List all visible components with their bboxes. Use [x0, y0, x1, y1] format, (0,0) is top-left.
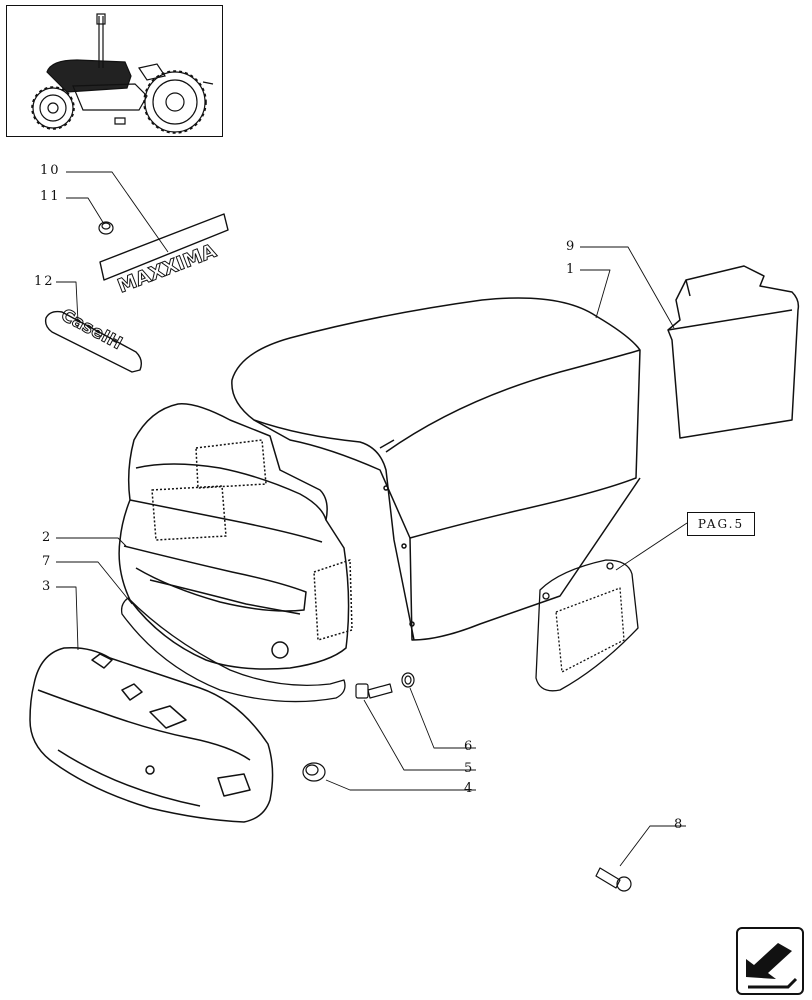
- front-grille-part-2: [118, 403, 353, 670]
- callout-2: 2: [42, 530, 53, 545]
- callout-12: 12: [34, 274, 55, 289]
- tractor-thumbnail-icon: [31, 13, 214, 134]
- callout-4: 4: [464, 781, 475, 796]
- washer-part-6: [401, 672, 415, 688]
- bumper-part-3: [29, 646, 274, 823]
- side-panel-part-9: [667, 265, 800, 439]
- strip-part-7: [120, 597, 346, 703]
- callout-5: 5: [464, 761, 475, 776]
- grille-panel-pag5: [535, 559, 639, 692]
- callout-7: 7: [42, 554, 53, 569]
- bushing-part-4: [302, 762, 326, 782]
- next-page-button[interactable]: [736, 927, 804, 995]
- callout-1: 1: [566, 262, 577, 277]
- bolt-part-5: [355, 683, 393, 699]
- leader-lines: [56, 171, 688, 867]
- maxxima-emblem: [99, 213, 229, 281]
- next-page-arrow-icon: [746, 943, 798, 989]
- callout-10: 10: [40, 163, 61, 178]
- callout-3: 3: [42, 579, 53, 594]
- caseih-emblem: [44, 310, 143, 373]
- tractor-thumbnail[interactable]: [6, 5, 223, 137]
- caseih-emblem-text: CaseIH: [58, 305, 126, 354]
- callout-9: 9: [566, 239, 577, 254]
- page-ref-link[interactable]: PAG.5: [687, 512, 755, 536]
- clip-part-11: [98, 221, 114, 235]
- callout-8: 8: [674, 817, 685, 832]
- callout-11: 11: [40, 189, 61, 204]
- screw-part-8: [595, 867, 632, 892]
- hood-part-1: [231, 297, 641, 641]
- callout-6: 6: [464, 739, 475, 754]
